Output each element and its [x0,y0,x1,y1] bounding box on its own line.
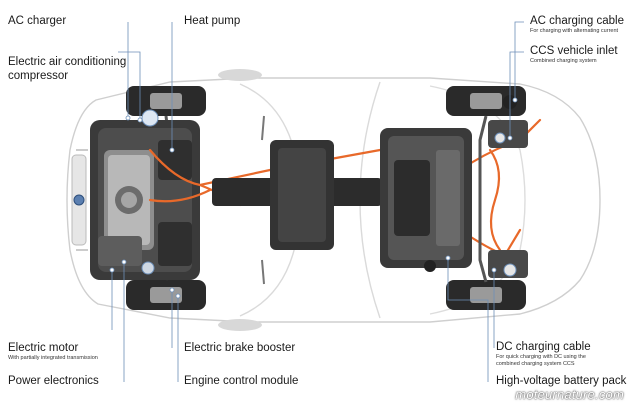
label-ccs-inlet: CCS vehicle inlet Combined charging syst… [530,45,618,65]
label-heat-pump: Heat pump [184,15,240,28]
label-ac-charging-cable: AC charging cable For charging with alte… [530,15,624,35]
battery-pack [380,128,472,268]
label-electric-motor-text: Electric motor [8,342,79,354]
rear-assembly [424,95,528,283]
label-ac-charger: AC charger [8,15,66,28]
label-brake-booster: Electric brake booster [184,342,295,355]
leader-dots [109,97,518,299]
label-electric-motor-sub: With partially integrated transmission [8,355,98,362]
label-dc-charging-cable-text: DC charging cable [496,341,591,353]
label-power-electronics: Power electronics [8,375,99,388]
label-power-electronics-text: Power electronics [8,375,99,387]
label-ac-charger-text: AC charger [8,15,67,27]
label-engine-control-text: Engine control module [184,375,299,387]
front-grille [71,154,87,246]
label-ac-charging-cable-text: AC charging cable [530,15,624,27]
label-engine-control: Engine control module [184,375,298,388]
label-brake-booster-text: Electric brake booster [184,342,296,354]
label-dc-charging-cable: DC charging cable For quick charging wit… [496,341,591,368]
label-ac-compressor-text: Electric air conditioning compressor [8,56,127,82]
leader-lines [111,21,524,382]
label-battery-pack: High-voltage battery pack [496,375,626,388]
label-heat-pump-text: Heat pump [184,15,241,27]
battery-tunnel [212,115,382,285]
label-ac-charging-cable-sub: For charging with alternating current [530,28,619,35]
front-powertrain [90,109,200,280]
label-ccs-inlet-sub: Combined charging system [530,58,597,65]
label-ac-compressor: Electric air conditioning compressor [8,38,126,101]
watermark: moteurnature.com [515,387,624,402]
label-ccs-inlet-text: CCS vehicle inlet [530,45,618,57]
label-battery-pack-text: High-voltage battery pack [496,375,627,387]
label-electric-motor: Electric motor With partially integrated… [8,342,98,362]
label-dc-charging-cable-sub: For quick charging with DC using the com… [496,354,586,368]
